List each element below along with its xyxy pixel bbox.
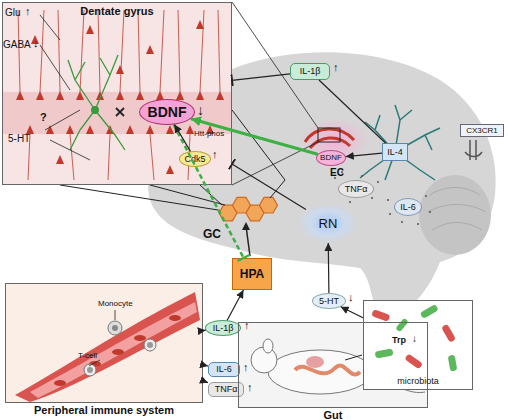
bdnf-ellipse: BDNF: [139, 99, 195, 125]
connector: [174, 125, 244, 258]
annotation-label: ↓: [348, 292, 354, 303]
annotation-label: T-cell: [78, 352, 97, 360]
node-text: IL-4: [387, 148, 403, 157]
connector: [328, 243, 330, 293]
annotation-label: ↑: [247, 382, 253, 393]
annotation-label: ↑: [25, 6, 31, 17]
annotation-label: ?: [40, 112, 47, 123]
node-text: HPA: [240, 268, 264, 280]
node-text: BDNF: [148, 105, 187, 119]
hpa-box: HPA: [232, 258, 272, 290]
annotation-label: ↑: [243, 362, 249, 373]
node-text: IL-6: [216, 365, 232, 374]
annotation-label: GC: [203, 228, 221, 240]
annotation-label: EC: [330, 168, 344, 178]
annotation-label: Glu: [5, 8, 21, 18]
connector: [232, 164, 306, 209]
node-text: IL-6: [400, 203, 416, 212]
cytokine-box: IL-4: [382, 143, 408, 161]
connector: [341, 307, 363, 318]
annotation-label: ↓: [33, 38, 39, 49]
annotation-label: Monocyte: [98, 300, 133, 308]
connector: [319, 80, 386, 143]
connector: [346, 153, 382, 156]
cytokine-ellipse: IL-6: [394, 198, 422, 216]
node-text: Dentate gyrus: [3, 6, 231, 17]
node-text: Cdk5: [184, 155, 205, 164]
annotation-label: Htt-phos: [194, 130, 224, 138]
annotation-label: ↑: [333, 62, 339, 73]
node-text: Peripheral immune system: [6, 405, 202, 416]
cdk5-ellipse: Cdk5: [179, 151, 211, 167]
connector: [174, 125, 190, 152]
microbiota-box: microbiota: [363, 300, 473, 390]
node-text: BDNF: [320, 154, 342, 162]
annotation-label: GABA: [3, 40, 31, 50]
annotation-label: ↓: [412, 334, 417, 344]
node-text: Gut: [239, 410, 427, 420]
node-text: TNFα: [215, 385, 238, 394]
receptor-label: CX3CR1: [460, 124, 504, 137]
annotation-label: ↓: [197, 103, 204, 117]
annotation-label: ↑: [212, 149, 218, 160]
node-text: RN: [319, 217, 338, 230]
node-text: 5-HT: [319, 297, 339, 306]
node-text: microbiota: [364, 377, 472, 386]
cytokine-ellipse: TNFα: [338, 180, 374, 198]
connector: [203, 381, 208, 383]
annotation-label: Trp: [392, 336, 406, 345]
connector: [191, 119, 318, 155]
cytokine-ellipse: IL-1β: [205, 320, 241, 336]
nucleus-region: RN: [298, 203, 358, 243]
connector: [232, 74, 290, 81]
node-text: IL-1β: [300, 67, 321, 76]
annotation-label: 5-HT: [8, 134, 30, 144]
inset-panel: Dentate gyrusBDNF Cdk5: [2, 2, 232, 185]
gut-panel: Gut: [238, 322, 428, 408]
node-text: CX3CR1: [466, 127, 498, 135]
node-text: TNFα: [345, 185, 368, 194]
annotation-label: ↑: [244, 320, 250, 331]
serotonin-ellipse: 5-HT: [312, 293, 346, 309]
bdnf-ellipse: BDNF: [316, 150, 346, 166]
cytokine-box: IL-1β: [290, 63, 330, 80]
node-text: IL-1β: [213, 324, 234, 333]
cytokine-box: IL-6: [208, 362, 240, 377]
connector: [227, 290, 243, 320]
